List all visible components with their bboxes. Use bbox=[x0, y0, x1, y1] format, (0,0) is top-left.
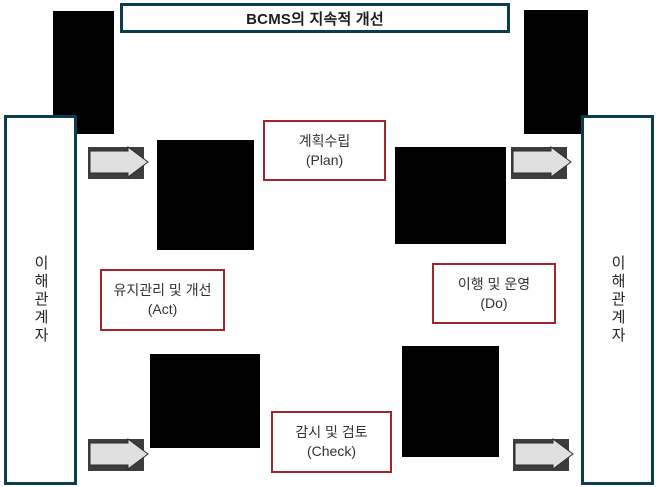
black-block-top-right bbox=[524, 10, 588, 134]
pdca-act-sublabel: (Act) bbox=[147, 301, 178, 317]
pdca-box-check: 감시 및 검토 (Check) bbox=[271, 411, 392, 473]
pdca-do-sublabel: (Do) bbox=[480, 294, 508, 311]
pdca-box-plan: 계획수립 (Plan) bbox=[263, 120, 386, 181]
right-arrow-icon bbox=[88, 146, 149, 179]
stakeholder-label-left: 이해관계자 bbox=[32, 255, 49, 345]
pdca-box-do: 이행 및 운영 (Do) bbox=[432, 263, 556, 324]
black-block-mid-right bbox=[395, 147, 506, 244]
pdca-check-sublabel: (Check) bbox=[306, 443, 356, 459]
black-block-bottom-right bbox=[402, 346, 499, 457]
diagram-title: BCMS의 지속적 개선 bbox=[246, 10, 384, 28]
black-block-mid-left bbox=[157, 140, 254, 250]
pdca-plan-sublabel: (Plan) bbox=[305, 151, 344, 168]
black-block-bottom-left bbox=[150, 354, 260, 448]
right-arrow-icon bbox=[511, 146, 572, 179]
black-block-top-left bbox=[53, 11, 114, 134]
pdca-plan-label: 계획수립 bbox=[298, 132, 351, 149]
pdca-do-label: 이행 및 운영 bbox=[457, 275, 531, 292]
stakeholder-box-left: 이해관계자 bbox=[4, 115, 77, 485]
diagram-title-box: BCMS의 지속적 개선 bbox=[120, 3, 510, 33]
right-arrow-icon bbox=[513, 438, 574, 471]
right-arrow-icon bbox=[88, 438, 149, 471]
stakeholder-box-right: 이해관계자 bbox=[581, 115, 654, 485]
pdca-act-label: 유지관리 및 개선 bbox=[113, 282, 212, 299]
pdca-box-act: 유지관리 및 개선 (Act) bbox=[100, 269, 225, 331]
pdca-check-label: 감시 및 검토 bbox=[295, 424, 368, 441]
stakeholder-label-right: 이해관계자 bbox=[609, 255, 626, 345]
